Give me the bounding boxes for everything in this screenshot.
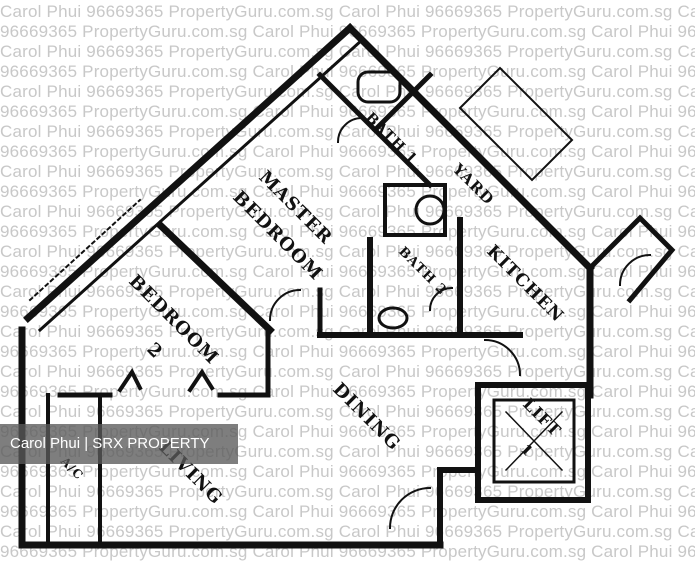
door-entrance — [388, 486, 432, 530]
door-service — [618, 253, 652, 287]
label-lift-2: 1 — [517, 442, 536, 461]
yard-washer — [414, 194, 446, 226]
door-kitchen — [483, 338, 522, 377]
wall-diagonal-inner — [37, 37, 365, 333]
wall-diagonal-outer — [23, 23, 355, 323]
wall-diagonal-right — [345, 23, 595, 273]
lift-shaft — [475, 382, 591, 503]
label-dining: DINING — [328, 379, 404, 455]
door-master — [268, 288, 302, 322]
agent-banner: Carol Phui | SRX PROPERTY — [0, 424, 238, 464]
lift-cross — [504, 410, 564, 472]
label-bath1: BATH 1 — [362, 110, 420, 168]
wall-right-bay — [586, 214, 676, 304]
bath1-basin — [356, 70, 402, 104]
label-bedroom2-1: BEDROOM — [124, 271, 222, 369]
wall-bedroom2-master — [155, 220, 275, 335]
label-kitchen: KITCHEN — [482, 241, 567, 326]
door-bath2 — [428, 286, 454, 312]
yard-window — [458, 66, 574, 182]
lift-car — [492, 398, 576, 484]
label-bedroom2-2: 2 — [142, 339, 166, 363]
door-bedroom2-b — [187, 368, 215, 393]
door-bedroom2-a — [117, 368, 143, 393]
label-bath2: BATH 2 — [395, 244, 449, 298]
wall-bath1-yard — [371, 126, 434, 189]
yard-box — [383, 183, 447, 237]
window-diagonal — [28, 198, 142, 302]
door-bath1 — [336, 116, 364, 144]
bath2-toilet — [377, 306, 409, 330]
